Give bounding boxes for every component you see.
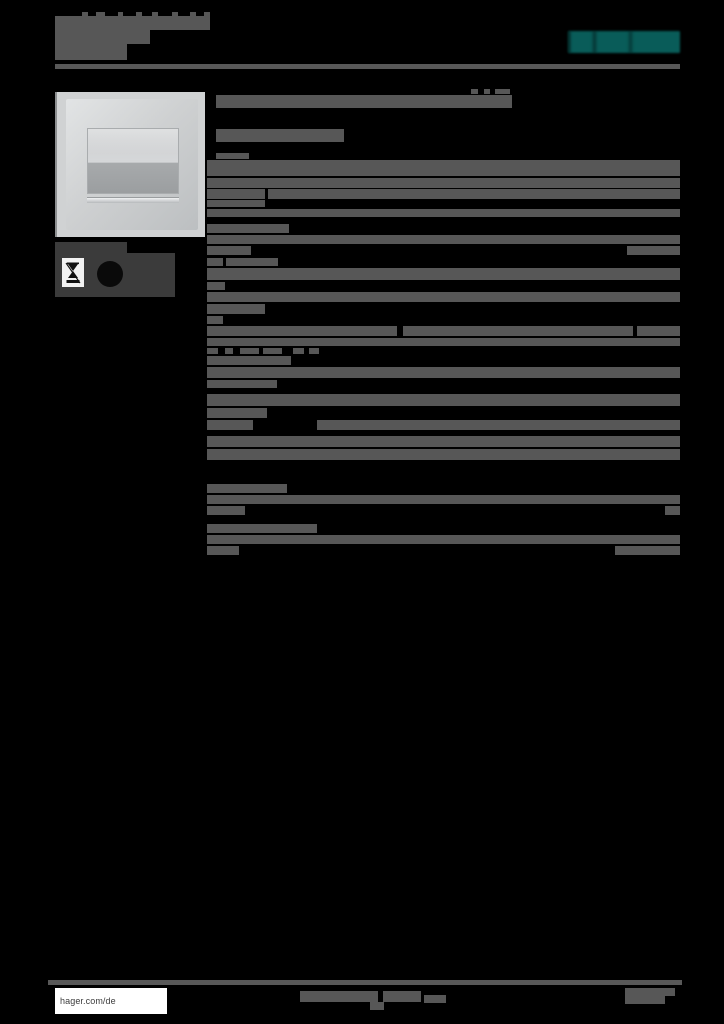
title-ascender [190,12,196,18]
product-name-superscript [495,89,510,94]
title-ascender [136,12,142,18]
spec-row [207,348,680,390]
spec-row-label [207,436,680,447]
round-certification-icon [97,261,123,287]
spec-row-value [207,408,267,418]
title-ascender [204,12,210,18]
spec-row [207,258,680,290]
spec-row-value [207,326,397,336]
spec-row-value [207,338,680,346]
spec-row-value [207,506,245,515]
spec-row-label [207,484,287,493]
spec-row-label [207,348,218,354]
product-rocker [87,128,179,194]
spec-row-value [263,348,282,354]
title-ascender [96,12,105,18]
spec-row-label [207,258,223,266]
footer-center-text-d [424,995,446,1003]
spec-row-value [207,546,239,555]
spec-row-value [309,348,319,354]
spec-row-label [207,524,317,533]
spec-row-value [665,506,680,515]
spec-row-value [207,268,680,280]
title-ascender [172,12,178,18]
spec-row-value [207,367,680,378]
spec-row-value [225,348,233,354]
product-faceplate [66,99,198,230]
spec-row-value [615,546,680,555]
spec-row-value [317,420,680,430]
spec-row [207,394,680,432]
spec-row-value [207,178,680,188]
spec-row-value [627,246,680,255]
document-title-line-3 [55,44,127,60]
spec-row-value [207,316,223,324]
title-ascender [82,12,88,18]
spec-row-value [293,348,304,354]
spec-row-value [207,282,225,290]
footer-page-number-detail [655,988,675,996]
spec-row-value [207,304,265,314]
spec-row-value [207,420,253,430]
spec-row-value [637,326,680,336]
hager-logo-detail [568,31,680,53]
spec-row [207,224,680,256]
footer-url-box[interactable]: hager.com/de [55,988,167,1014]
page-header [0,0,724,80]
spec-row [207,436,680,462]
spec-row [207,292,680,346]
product-name-superscript [471,89,478,94]
spec-row-value [240,348,259,354]
product-reference [216,129,344,142]
spec-row [207,160,680,218]
product-photo [55,92,205,237]
spec-section-label [216,153,249,159]
spec-row [207,524,680,556]
spec-row-value [207,235,680,244]
spec-row-value [207,535,680,544]
spec-row-value [207,495,680,504]
spec-row-value [207,356,291,365]
spec-row [207,484,680,516]
spec-row-value [207,200,265,207]
title-ascender [118,12,123,18]
spec-row-value [207,449,680,460]
footer-center-text [300,991,378,1002]
footer-url-text: hager.com/de [60,996,116,1006]
document-title-line-1 [55,16,210,30]
product-rocker-gloss [88,129,178,160]
footer-divider [48,980,682,985]
spec-row-value [226,258,278,266]
document-title-line-2 [55,30,150,44]
spec-row-label [207,224,289,233]
symbol-strip-tab [127,253,175,297]
header-divider [55,64,680,69]
product-rocker-edge [87,197,179,203]
spec-row-label [207,394,680,406]
spec-row-value [207,380,277,388]
no-dispose-in-household-waste-icon [62,258,84,287]
spec-row-label [207,292,680,302]
footer-center-text-b [383,991,421,1002]
spec-row-value [403,326,633,336]
spec-row-value [268,189,680,199]
title-ascender [152,12,158,18]
product-name [216,95,512,108]
product-name-superscript [484,89,490,94]
spec-row-label [207,160,680,176]
spec-row-value [207,189,265,199]
spec-row-value [207,246,251,255]
spec-row-value [207,209,680,217]
footer-center-text-c [370,1002,384,1010]
